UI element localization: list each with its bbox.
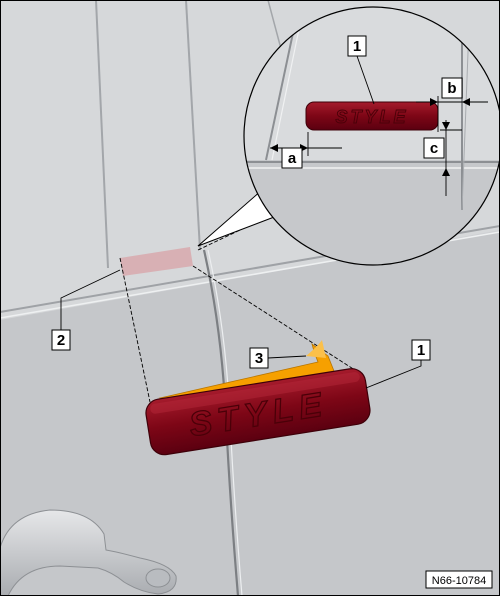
dimension-b-arrow-left (430, 98, 438, 106)
dimension-b-label: b (447, 80, 456, 97)
adhesive-backing-peel (306, 340, 326, 358)
main-badge-assembly: STYLE (145, 340, 371, 456)
callout-3-label: 3 (255, 350, 263, 367)
main-badge-highlight (150, 372, 360, 414)
dimension-b-box (441, 77, 463, 99)
main-badge (145, 368, 371, 456)
door-handle-end (145, 568, 171, 588)
detail-badge-lettering: STYLE (335, 107, 408, 127)
dimension-a-box (281, 147, 303, 169)
dimension-c-box (423, 137, 445, 159)
door-handle-body (0, 509, 177, 596)
projection-line-left (119, 257, 151, 403)
reference-code-box (425, 570, 493, 589)
callout-2-label: 2 (57, 332, 65, 349)
dimension-a-arrow-left (270, 144, 278, 152)
dimension-b-arrow-right (462, 98, 470, 106)
callout-3-leader (267, 355, 307, 359)
callout-1-detail-leader (356, 55, 375, 105)
callout-2-leader (60, 269, 121, 330)
reference-code-label: N66-10784 (432, 575, 486, 587)
callouts: 1 1 2 3 a b c (51, 35, 463, 389)
pillar-edge-right (185, 0, 201, 251)
dimension-c-label: c (430, 140, 438, 157)
dimension-c-arrow-top (442, 122, 450, 130)
pillar-edge-left (95, 0, 109, 269)
callout-1-main-label: 1 (417, 342, 425, 359)
dimension-a-label: a (288, 150, 297, 167)
badge-marking-area (120, 247, 193, 276)
callout-1-main-leader (365, 360, 422, 389)
detail-circle-outline (243, 6, 500, 266)
projection-line-right (192, 265, 359, 373)
dimension-c-arrow-bottom (442, 168, 450, 176)
callout-1-detail-label: 1 (353, 38, 361, 55)
door-handle (0, 509, 177, 596)
